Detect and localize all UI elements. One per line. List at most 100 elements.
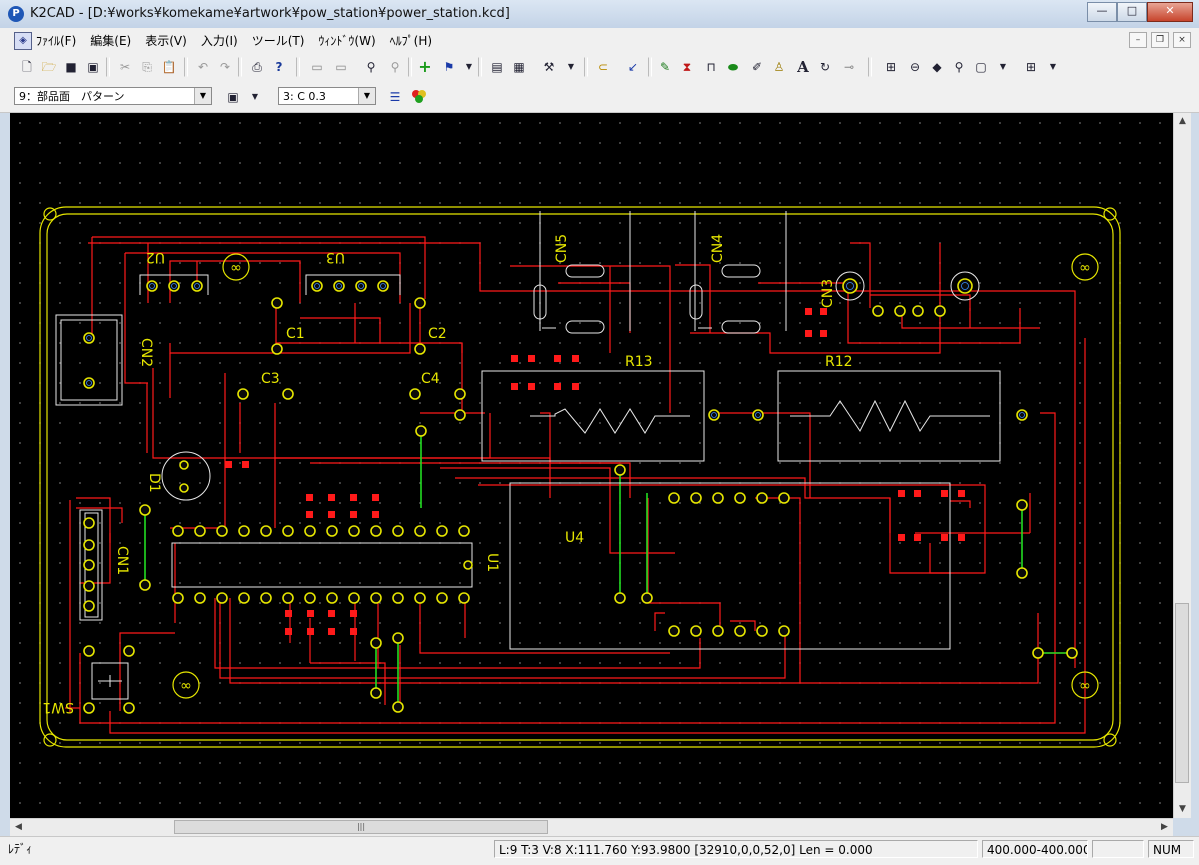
- scroll-up-icon[interactable]: ▲: [1179, 116, 1186, 126]
- scroll-left-icon[interactable]: ◀: [15, 822, 22, 832]
- open-folder-icon[interactable]: 🗁: [41, 60, 57, 74]
- silkscreen-outlines: [55, 211, 1001, 700]
- text-icon[interactable]: A: [797, 58, 809, 76]
- menu-tools[interactable]: ツール(T): [251, 34, 305, 48]
- brush-icon[interactable]: ✐: [751, 60, 763, 74]
- pad-icon[interactable]: ⊓: [706, 60, 716, 74]
- toolbar-separator: [478, 57, 482, 77]
- find-replace-icon[interactable]: ⚲: [390, 60, 400, 74]
- title-bar: P K2CAD - [D:¥works¥komekame¥artwork¥pow…: [0, 0, 1199, 29]
- horizontal-scroll-thumb[interactable]: |||: [174, 820, 548, 834]
- mount-hole-label: ∞: [230, 260, 242, 276]
- through-hole-pads: [83, 278, 1078, 714]
- copy-icon[interactable]: ⎘: [142, 60, 152, 74]
- board-outline: [39, 206, 1121, 748]
- document-icon[interactable]: ◈: [14, 32, 32, 50]
- layer-toolbar: 9：部品面 パターン ▼ ▣ ▼ 3: C 0.3 ▼ ☰: [0, 82, 1199, 113]
- pad-drill-rings: [86, 282, 1025, 418]
- minimize-button[interactable]: —: [1087, 2, 1117, 22]
- ref-cn5: CN5: [554, 234, 570, 263]
- status-numlock: NUM: [1148, 840, 1194, 858]
- ref-cn1: CN1: [114, 546, 130, 575]
- ref-sw1: SW1: [42, 699, 74, 715]
- menu-edit[interactable]: 編集(E): [90, 34, 132, 48]
- lamp-icon[interactable]: ♙: [773, 60, 785, 74]
- ref-r13: R13: [625, 354, 653, 370]
- print-icon[interactable]: ⎙: [252, 60, 262, 74]
- via-icon[interactable]: ⧗: [682, 60, 692, 74]
- mounting-holes: [43, 207, 1117, 747]
- layer-up-icon[interactable]: ▭: [311, 60, 323, 74]
- pencil-icon[interactable]: ✎: [659, 60, 671, 74]
- calendar-icon[interactable]: ▦: [513, 60, 525, 74]
- view-dropdown-icon[interactable]: ▼: [999, 62, 1007, 71]
- ref-u4: U4: [565, 530, 584, 546]
- ellipse-icon[interactable]: ⬬: [727, 60, 739, 74]
- zoom-fit-icon[interactable]: ◆: [932, 60, 942, 74]
- menu-file[interactable]: ﾌｧｲﾙ(F): [36, 34, 77, 48]
- app-icon[interactable]: P: [8, 6, 24, 22]
- add-part-icon[interactable]: +: [418, 57, 432, 76]
- status-scale: 400.000-400.000: [982, 840, 1088, 858]
- close-button[interactable]: ✕: [1147, 2, 1193, 22]
- mdi-controls: – ❐ ×: [1129, 32, 1191, 48]
- save-icon[interactable]: ■: [65, 60, 77, 74]
- scroll-right-icon[interactable]: ▶: [1161, 822, 1168, 832]
- zoom-page-icon[interactable]: ⊖: [909, 60, 921, 74]
- binoculars-icon[interactable]: ⚲: [366, 60, 376, 74]
- menu-help[interactable]: ﾍﾙﾌﾟ(H): [389, 34, 433, 48]
- connector-slots: [533, 264, 980, 334]
- magnifier-icon[interactable]: ⚲: [954, 60, 964, 74]
- toolbar-separator: [648, 57, 652, 77]
- hammer-dropdown-icon[interactable]: ▼: [567, 62, 575, 71]
- mdi-close-button[interactable]: ×: [1173, 32, 1191, 48]
- new-file-icon[interactable]: 🗋: [22, 60, 32, 74]
- layer-select[interactable]: 9：部品面 パターン ▼: [14, 87, 212, 105]
- ref-c2: C2: [428, 326, 447, 342]
- ref-c4: C4: [421, 371, 440, 387]
- zoom-in-icon[interactable]: ⊞: [885, 60, 897, 74]
- flag-icon[interactable]: ⚑: [443, 60, 455, 74]
- ref-u1: U1: [484, 553, 500, 572]
- arc-icon[interactable]: ↻: [819, 60, 831, 74]
- pcb-canvas[interactable]: ∞ ∞ ∞ ∞: [10, 113, 1173, 818]
- mdi-minimize-button[interactable]: –: [1129, 32, 1147, 48]
- hammer-icon[interactable]: ⚒: [543, 60, 555, 74]
- horizontal-scrollbar[interactable]: ◀ ||| ▶: [10, 818, 1173, 836]
- paste-icon[interactable]: 📋: [161, 60, 177, 74]
- status-empty: [1092, 840, 1144, 858]
- status-bar: ﾚﾃﾞｨ L:9 T:3 V:8 X:111.760 Y:93.9800 [32…: [0, 836, 1199, 865]
- save-all-icon[interactable]: ▣: [87, 60, 99, 74]
- ref-d1: D1: [146, 473, 162, 493]
- help-icon[interactable]: ?: [275, 60, 283, 74]
- grid-dropdown-icon[interactable]: ▼: [1049, 62, 1057, 71]
- plug-icon[interactable]: ⊸: [843, 60, 855, 74]
- window-title: K2CAD - [D:¥works¥komekame¥artwork¥pow_s…: [30, 6, 510, 21]
- mdi-restore-button[interactable]: ❐: [1151, 32, 1169, 48]
- layer-view-dropdown-icon[interactable]: ▼: [251, 92, 259, 101]
- undo-icon[interactable]: ↶: [197, 60, 209, 74]
- maximize-button[interactable]: □: [1117, 2, 1147, 22]
- layer-down-icon[interactable]: ▭: [335, 60, 347, 74]
- grid-select[interactable]: 3: C 0.3 ▼: [278, 87, 376, 105]
- layer-view-icon[interactable]: ▣: [227, 90, 239, 104]
- pointer-icon[interactable]: ↙: [627, 60, 639, 74]
- color-palette-icon[interactable]: [408, 86, 430, 108]
- grid-icon[interactable]: ⊞: [1025, 60, 1037, 74]
- chevron-down-icon: ▼: [194, 88, 211, 104]
- flag-dropdown-icon[interactable]: ▼: [465, 62, 473, 71]
- lasso-icon[interactable]: ⊂: [597, 60, 609, 74]
- redo-icon[interactable]: ↷: [219, 60, 231, 74]
- scroll-down-icon[interactable]: ▼: [1179, 804, 1186, 814]
- menu-input[interactable]: 入力(I): [200, 34, 238, 48]
- line-style-icon[interactable]: ☰: [389, 90, 401, 104]
- menu-view[interactable]: 表示(V): [145, 34, 187, 48]
- picture-icon[interactable]: ▤: [491, 60, 503, 74]
- view-frame-icon[interactable]: ▢: [975, 60, 987, 74]
- menu-window[interactable]: ｳｨﾝﾄﾞｳ(W): [318, 34, 376, 48]
- grid-select-value: 3: C 0.3: [283, 90, 326, 103]
- vertical-scroll-thumb[interactable]: [1175, 603, 1189, 783]
- cut-icon[interactable]: ✂: [119, 60, 131, 74]
- ref-cn3: CN3: [820, 279, 836, 308]
- vertical-scrollbar[interactable]: ▲ ▼: [1173, 113, 1191, 818]
